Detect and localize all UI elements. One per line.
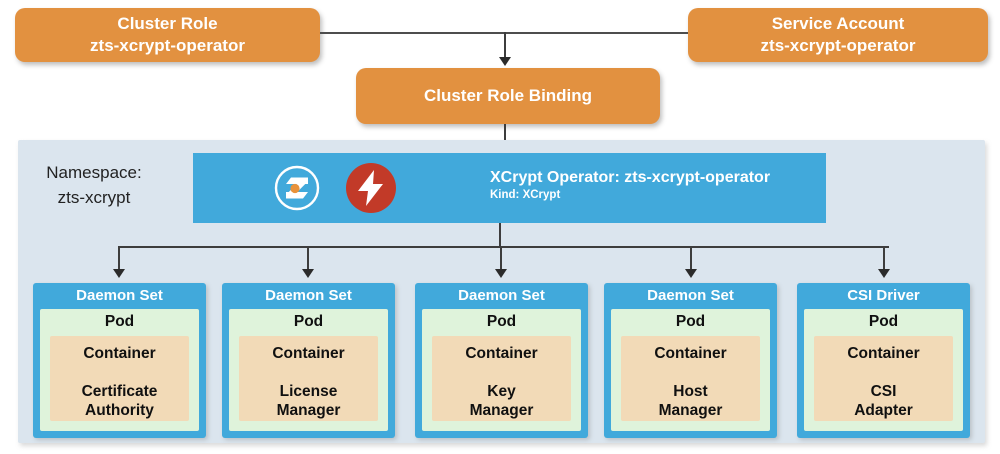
xcrypt-operator-bar: XCrypt Operator: zts-xcrypt-operator Kin…: [193, 153, 826, 223]
connector-node3-line: [500, 246, 502, 270]
pod-box: Pod Container Key Manager: [422, 309, 581, 431]
zettaset-z-logo-icon: [274, 165, 320, 211]
namespace-label: Namespace: zts-xcrypt: [24, 160, 164, 210]
node-kind-label: Daemon Set: [647, 287, 734, 304]
component-label: License Manager: [276, 383, 341, 419]
node-kind-label: Daemon Set: [458, 287, 545, 304]
cluster-role-box: Cluster Role zts-xcrypt-operator: [15, 8, 320, 62]
arrow-down-icon: [495, 269, 507, 278]
cluster-role-name: zts-xcrypt-operator: [90, 36, 245, 55]
namespace-label-name: zts-xcrypt: [57, 188, 131, 207]
node-kind-label: CSI Driver: [847, 287, 920, 304]
cluster-role-title: Cluster Role: [117, 14, 218, 33]
arrow-down-icon: [878, 269, 890, 278]
node-kind-label: Daemon Set: [76, 287, 163, 304]
container-label: Container: [465, 345, 538, 362]
operator-text: XCrypt Operator: zts-xcrypt-operator Kin…: [490, 168, 770, 203]
container-box: Container License Manager: [239, 336, 378, 421]
connector-node4-line: [690, 246, 692, 270]
arrow-down-icon: [685, 269, 697, 278]
connector-operator-stem: [499, 223, 501, 248]
container-label: Container: [83, 345, 156, 362]
container-label: Container: [272, 345, 345, 362]
service-account-name: zts-xcrypt-operator: [760, 36, 916, 55]
arrow-down-icon: [302, 269, 314, 278]
component-label: Key Manager: [469, 383, 534, 419]
container-box: Container CSI Adapter: [814, 336, 953, 421]
pod-box: Pod Container CSI Adapter: [804, 309, 963, 431]
connector-node1-line: [118, 246, 120, 270]
pod-label: Pod: [675, 313, 706, 330]
arrow-down-icon: [499, 57, 511, 66]
node-card-key-manager: Daemon Set Pod Container Key Manager: [415, 283, 588, 438]
pod-label: Pod: [868, 313, 899, 330]
connector-to-binding-line: [504, 32, 506, 58]
component-label: CSI Adapter: [854, 383, 913, 419]
cluster-role-binding-box: Cluster Role Binding: [356, 68, 660, 124]
node-card-csi-adapter: CSI Driver Pod Container CSI Adapter: [797, 283, 970, 438]
connector-node5-line: [883, 246, 885, 270]
connector-fanout-horizontal: [119, 246, 889, 248]
component-label: Certificate Authority: [81, 383, 158, 419]
lightning-bolt-icon: [346, 163, 396, 213]
node-card-host-manager: Daemon Set Pod Container Host Manager: [604, 283, 777, 438]
container-label: Container: [847, 345, 920, 362]
container-box: Container Certificate Authority: [50, 336, 189, 421]
arrow-down-icon: [113, 269, 125, 278]
node-kind-label: Daemon Set: [265, 287, 352, 304]
pod-label: Pod: [104, 313, 135, 330]
operator-title: XCrypt Operator: zts-xcrypt-operator: [490, 169, 771, 186]
pod-label: Pod: [293, 313, 324, 330]
connector-node2-line: [307, 246, 309, 270]
namespace-label-title: Namespace:: [46, 163, 142, 182]
operator-kind: Kind: XCrypt: [490, 189, 561, 201]
pod-box: Pod Container Host Manager: [611, 309, 770, 431]
service-account-box: Service Account zts-xcrypt-operator: [688, 8, 988, 62]
cluster-role-binding-title: Cluster Role Binding: [423, 86, 593, 105]
service-account-title: Service Account: [771, 14, 905, 33]
pod-box: Pod Container License Manager: [229, 309, 388, 431]
container-label: Container: [654, 345, 727, 362]
node-card-license-manager: Daemon Set Pod Container License Manager: [222, 283, 395, 438]
component-label: Host Manager: [658, 383, 723, 419]
container-box: Container Host Manager: [621, 336, 760, 421]
connector-binding-to-operator-line: [504, 124, 506, 144]
container-box: Container Key Manager: [432, 336, 571, 421]
pod-label: Pod: [486, 313, 517, 330]
pod-box: Pod Container Certificate Authority: [40, 309, 199, 431]
node-card-certificate-authority: Daemon Set Pod Container Certificate Aut…: [33, 283, 206, 438]
